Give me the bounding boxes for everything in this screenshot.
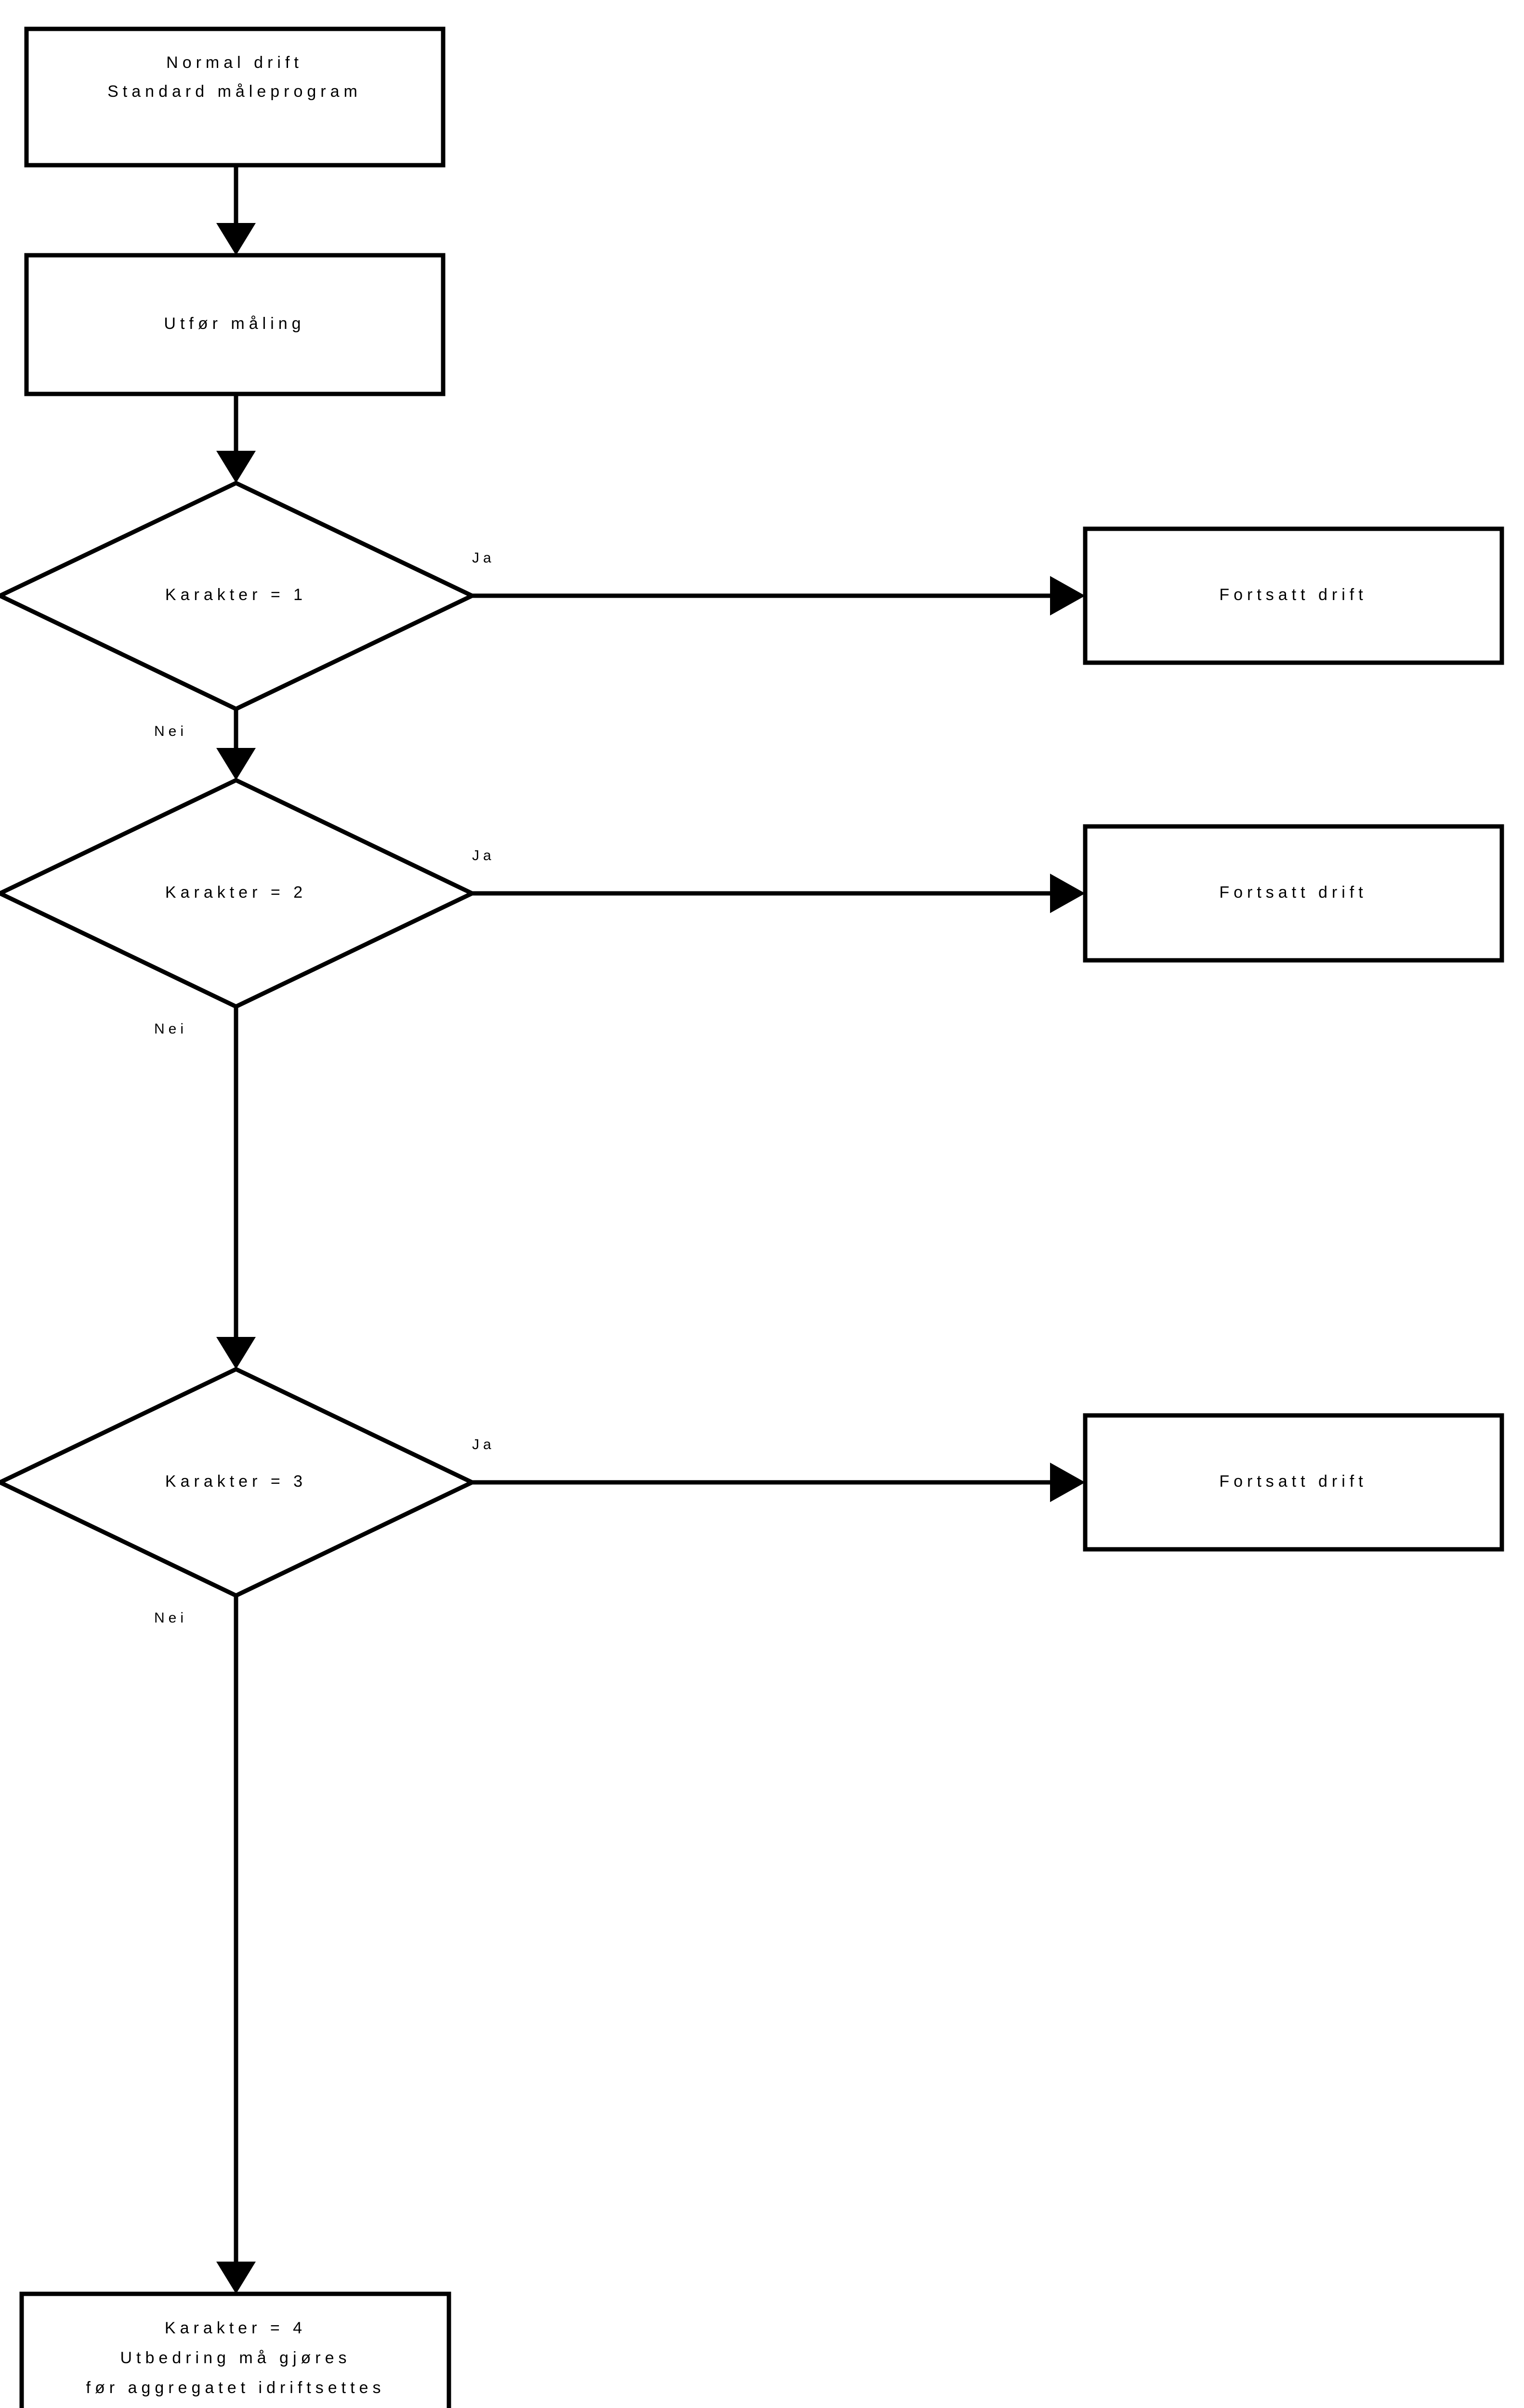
edge-label-grade3-yes: Ja	[472, 1437, 495, 1453]
node-decision-karakter-3[interactable]: Karakter = 3	[0, 1367, 477, 1598]
node-utfor-maling[interactable]: Utfør måling	[24, 253, 446, 396]
node-box	[1083, 1413, 1504, 1552]
arrow-head-icon	[216, 748, 256, 780]
node-label-line1: Utfør måling	[164, 314, 305, 333]
edge-start-to-measure	[216, 165, 256, 255]
arrow-head-icon	[216, 1337, 256, 1369]
node-normal-drift[interactable]: Normal drift Standard måleprogram	[24, 26, 446, 168]
edge-grade3-to-cont3	[472, 1463, 1085, 1502]
node-label-line1: Normal drift	[166, 53, 303, 72]
node-label-line3: før aggregatet idriftsettes	[86, 2379, 385, 2397]
arrow-head-icon	[1050, 874, 1085, 913]
node-label-line1: Fortsatt drift	[1219, 883, 1367, 902]
arrow-head-icon	[216, 223, 256, 255]
node-label-line1: Karakter = 4	[165, 2319, 306, 2337]
node-fortsatt-drift-3[interactable]: Fortsatt drift	[1083, 1413, 1504, 1552]
node-label-line2: Utbedring må gjøres	[120, 2349, 351, 2367]
node-label-line2: Standard måleprogram	[107, 82, 362, 101]
edge-grade2-to-grade3	[216, 1007, 256, 1369]
edge-grade1-to-cont1	[472, 576, 1085, 615]
edge-measure-to-grade1	[216, 394, 256, 483]
node-decision-karakter-2[interactable]: Karakter = 2	[0, 778, 477, 1009]
edge-grade3-to-grade4	[216, 1596, 256, 2294]
node-box	[1083, 824, 1504, 963]
node-box	[24, 26, 446, 168]
arrow-head-icon	[1050, 576, 1085, 615]
node-box	[24, 253, 446, 396]
edge-label-grade3-no: Nei	[154, 1610, 187, 1626]
node-diamond	[0, 481, 477, 711]
arrow-head-icon	[216, 451, 256, 483]
edge-label-grade2-yes: Ja	[472, 848, 495, 864]
node-diamond	[0, 778, 477, 1009]
arrow-head-icon	[1050, 1463, 1085, 1502]
node-diamond	[0, 1367, 477, 1598]
edge-label-grade2-no: Nei	[154, 1021, 187, 1037]
edge-grade2-to-cont2	[472, 874, 1085, 913]
arrow-head-icon	[216, 2262, 256, 2294]
node-karakter-4-utbedring[interactable]: Karakter = 4 Utbedring må gjøres før agg…	[19, 2291, 451, 2408]
node-box	[19, 2291, 451, 2408]
node-label-line1: Karakter = 3	[165, 1472, 307, 1491]
edge-label-grade1-no: Nei	[154, 723, 187, 739]
edge-grade1-to-grade2	[216, 709, 256, 780]
edge-label-grade1-yes: Ja	[472, 550, 495, 566]
node-box	[1083, 526, 1504, 665]
node-label-line1: Karakter = 1	[165, 586, 307, 604]
node-decision-karakter-1[interactable]: Karakter = 1	[0, 481, 477, 711]
node-fortsatt-drift-1[interactable]: Fortsatt drift	[1083, 526, 1504, 665]
node-label-line1: Karakter = 2	[165, 883, 307, 902]
node-fortsatt-drift-2[interactable]: Fortsatt drift	[1083, 824, 1504, 963]
node-label-line1: Fortsatt drift	[1219, 586, 1367, 604]
node-label-line1: Fortsatt drift	[1219, 1472, 1367, 1491]
